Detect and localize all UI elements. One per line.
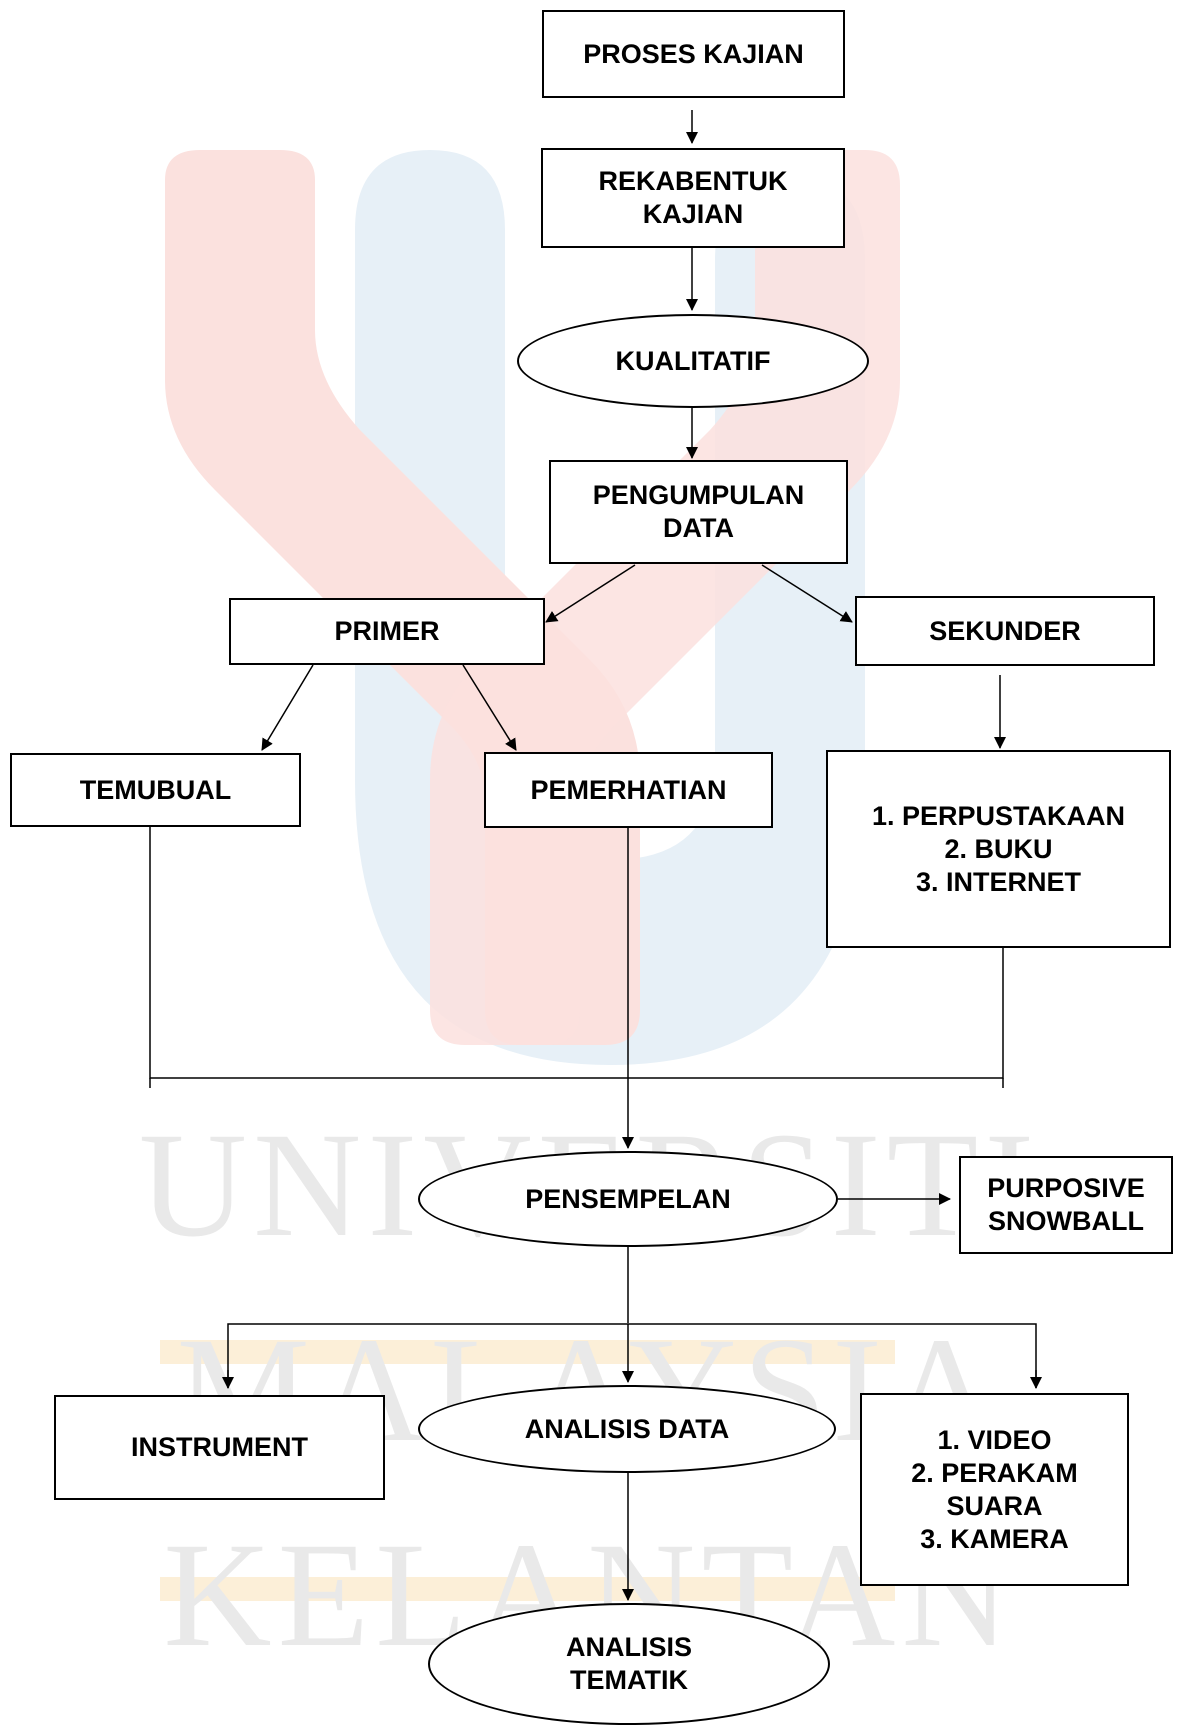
node-sekunder: SEKUNDER (855, 596, 1155, 666)
node-temubual: TEMUBUAL (10, 753, 301, 827)
node-alat-rakaman: 1. VIDEO 2. PERAKAM SUARA 3. KAMERA (860, 1393, 1129, 1586)
node-label: KAJIAN (642, 199, 744, 229)
arrow-primer-to-pemerhatian (462, 664, 517, 751)
node-label: PURPOSIVE (987, 1173, 1145, 1203)
node-label: 2. BUKU (944, 833, 1053, 864)
node-label: 3. KAMERA (920, 1523, 1069, 1554)
watermark-orange-bar (160, 1577, 895, 1601)
node-pemerhatian: PEMERHATIAN (484, 752, 773, 828)
node-label: REKABENTUK (598, 166, 788, 196)
node-label: PROSES KAJIAN (583, 38, 804, 69)
node-kualitatif: KUALITATIF (517, 314, 869, 408)
watermark-orange-bar (160, 1340, 895, 1364)
node-label: 1. VIDEO (937, 1424, 1052, 1455)
node-label: 2. PERAKAM (911, 1457, 1078, 1488)
node-proses-kajian: PROSES KAJIAN (542, 10, 845, 98)
node-label: PENGUMPULAN (592, 480, 805, 510)
node-label: 1. PERPUSTAKAAN (871, 800, 1126, 831)
arrow-pengumpulan-to-primer (545, 564, 636, 623)
node-label: TEMATIK (570, 1665, 688, 1695)
node-primer: PRIMER (229, 598, 545, 665)
node-instrument: INSTRUMENT (54, 1395, 385, 1500)
node-purposive-snowball: PURPOSIVE SNOWBALL (959, 1156, 1173, 1254)
node-analisis-data: ANALISIS DATA (418, 1385, 836, 1473)
node-pensempelan: PENSEMPELAN (418, 1151, 838, 1247)
arrow-primer-to-temubual (261, 664, 314, 751)
merge-line-temubual-sumber (149, 827, 1004, 1079)
node-label: SNOWBALL (988, 1206, 1144, 1236)
node-rekabentuk-kajian: REKABENTUK KAJIAN (541, 148, 845, 248)
node-label: SEKUNDER (929, 615, 1081, 646)
node-label: ANALISIS (565, 1632, 692, 1662)
node-label: 3. INTERNET (915, 866, 1081, 897)
node-label: TEMUBUAL (79, 774, 232, 805)
node-analisis-tematik: ANALISIS TEMATIK (428, 1603, 830, 1725)
arrow-pengumpulan-to-sekunder (761, 564, 853, 623)
node-label: INSTRUMENT (131, 1432, 308, 1462)
node-label: PEMERHATIAN (530, 774, 727, 805)
node-label: DATA (663, 513, 734, 543)
node-label: KUALITATIF (615, 345, 771, 376)
node-sumber-sekunder: 1. PERPUSTAKAAN 2. BUKU 3. INTERNET (826, 750, 1171, 948)
node-label: PENSEMPELAN (525, 1183, 731, 1214)
node-label: ANALISIS DATA (524, 1413, 730, 1444)
node-label: SUARA (946, 1490, 1043, 1521)
branch-line-bottom (227, 1323, 1037, 1388)
node-label: PRIMER (334, 616, 440, 646)
node-pengumpulan-data: PENGUMPULAN DATA (549, 460, 848, 564)
